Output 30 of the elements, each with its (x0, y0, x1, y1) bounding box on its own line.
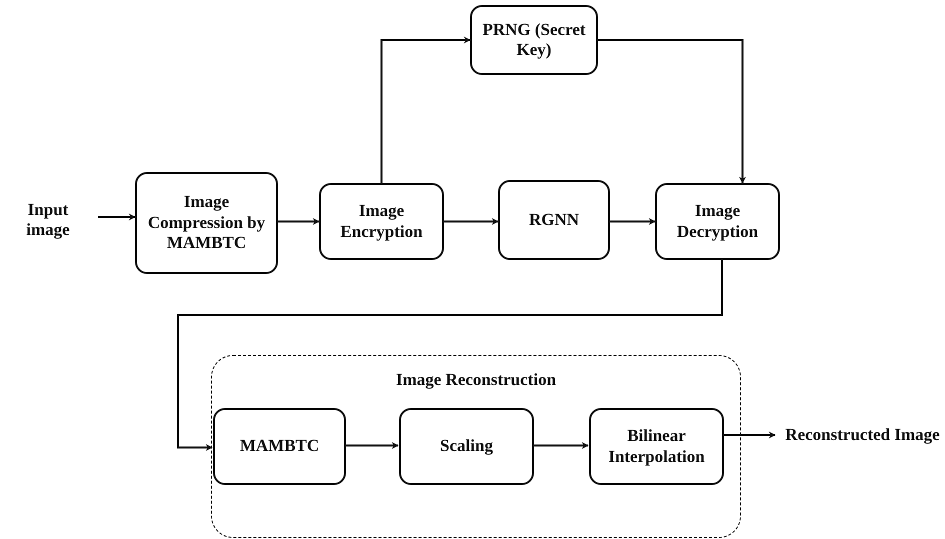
node-label: Image Decryption (676, 201, 760, 242)
process-box (589, 408, 724, 485)
node-label: Reconstructed Image (785, 424, 940, 446)
arrow (380, 36, 471, 183)
process-box (213, 408, 346, 485)
arrow (177, 260, 723, 451)
process-box (399, 408, 534, 485)
arrow (345, 442, 399, 449)
process-box (319, 183, 444, 260)
arrow (723, 432, 776, 438)
node-label: Image Encryption (339, 201, 424, 242)
node-label: RGNN (528, 210, 580, 230)
arrow (610, 218, 656, 225)
arrow (533, 442, 589, 449)
node-label: Input image (25, 200, 71, 240)
process-box (655, 183, 780, 260)
node-label: Image Compression by MAMBTC (146, 192, 266, 254)
node-label: Bilinear Interpolation (607, 426, 706, 467)
node-label: Scaling (440, 436, 493, 457)
node-label: PRNG (Secret Key) (481, 20, 587, 60)
process-box (470, 5, 598, 75)
node-label: MAMBTC (240, 436, 320, 457)
arrow (598, 39, 746, 184)
process-box (135, 172, 278, 274)
process-box (498, 180, 610, 260)
arrow (278, 218, 320, 225)
arrow (444, 218, 499, 225)
group-title: Image Reconstruction (396, 370, 556, 390)
group-container (211, 355, 741, 538)
arrow (98, 214, 136, 220)
